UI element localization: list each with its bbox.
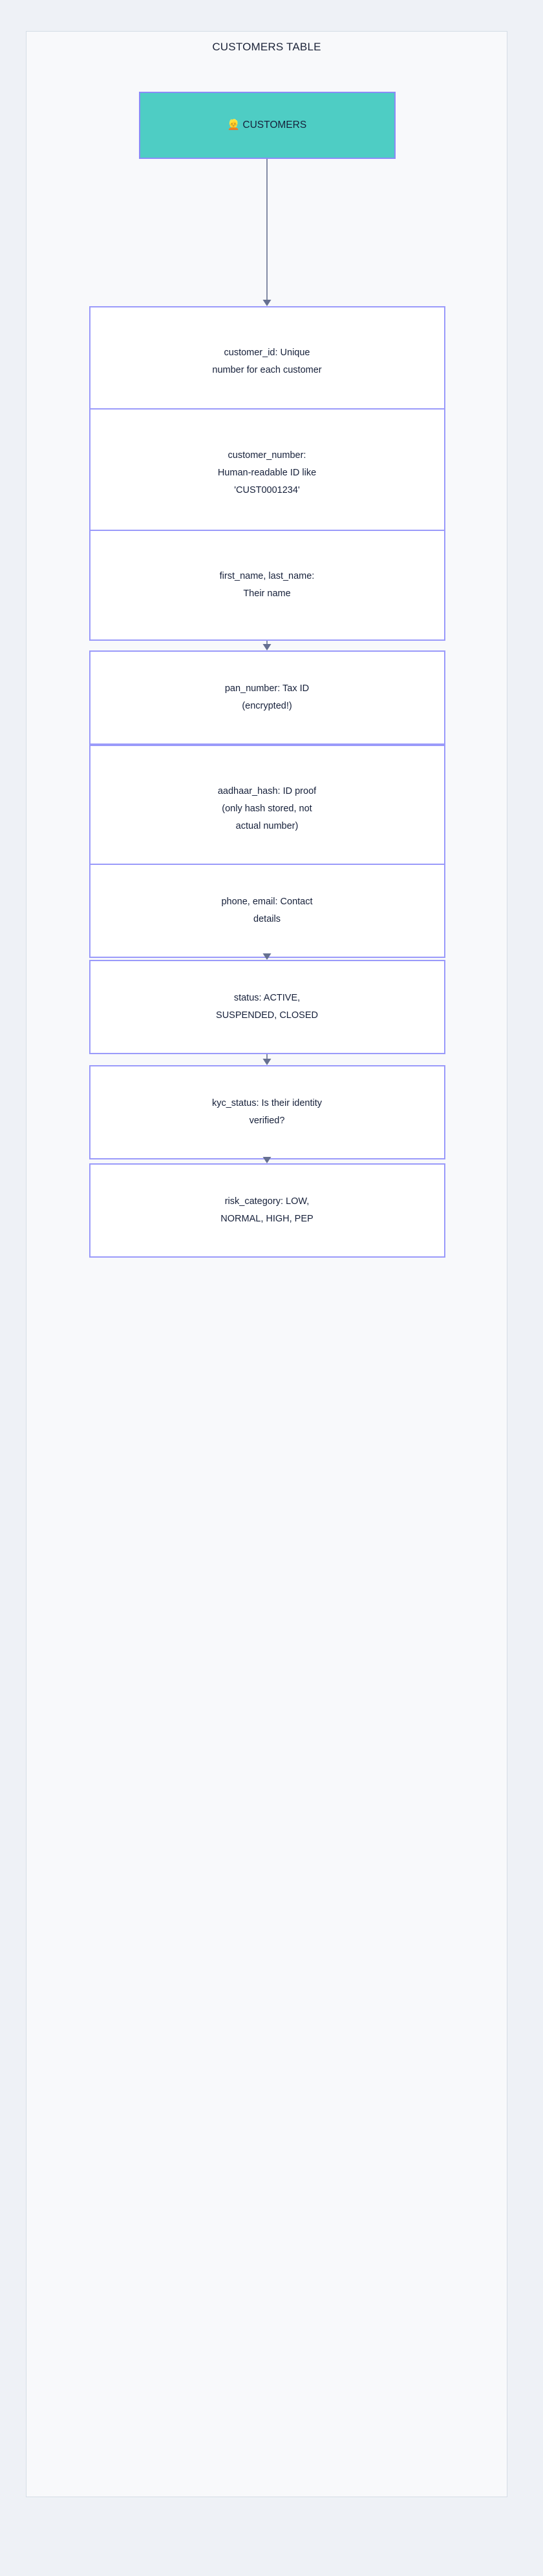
flowchart: 👱 CUSTOMERS customer_id: Unique number fo… — [27, 32, 508, 2498]
flow-node-customer_id[interactable]: customer_id: Unique number for each cust… — [89, 306, 445, 417]
flow-node-label: first_name, last_name: Their name — [219, 571, 315, 599]
flow-node-label: risk_category: LOW, NORMAL, HIGH, PEP — [220, 1196, 314, 1224]
flow-node-pan_number[interactable]: pan_number: Tax ID (encrypted!) — [89, 650, 445, 745]
flow-node-label: phone, email: Contact details — [221, 897, 313, 924]
flow-node-customers[interactable]: 👱 CUSTOMERS — [138, 92, 396, 159]
flow-node-label: aadhaar_hash: ID proof (only hash stored… — [217, 785, 317, 831]
flow-node-status[interactable]: status: ACTIVE, SUSPENDED, CLOSED — [89, 960, 445, 1054]
flow-node-label: customer_id: Unique number for each cust… — [212, 348, 322, 375]
flow-node-label: status: ACTIVE, SUSPENDED, CLOSED — [216, 993, 318, 1021]
flow-node-label: customer_number: Human-readable ID like … — [217, 450, 317, 495]
flow-node-customer_number[interactable]: customer_number: Human-readable ID like … — [89, 408, 445, 537]
flow-arrow-status — [260, 953, 274, 960]
flow-arrow-customer_id — [260, 159, 274, 306]
diagram-container: CUSTOMERS TABLE 👱 CUSTOMERS customer_id: … — [26, 31, 507, 2497]
flow-node-label: 👱 CUSTOMERS — [227, 119, 307, 130]
flow-arrow-kyc_status — [260, 1054, 274, 1065]
page-title: CUSTOMERS TABLE — [212, 41, 321, 53]
flow-node-label: pan_number: Tax ID (encrypted!) — [224, 683, 310, 711]
flow-arrow-risk_category — [260, 1157, 274, 1163]
flow-node-risk_category[interactable]: risk_category: LOW, NORMAL, HIGH, PEP — [89, 1163, 445, 1258]
flow-node-phone_email[interactable]: phone, email: Contact details — [89, 864, 445, 958]
flow-node-kyc_status[interactable]: kyc_status: Is their identity verified? — [89, 1065, 445, 1159]
flow-node-aadhaar_hash[interactable]: aadhaar_hash: ID proof (only hash stored… — [89, 745, 445, 873]
flow-arrow-pan_number — [260, 641, 274, 650]
flow-node-first_last_name[interactable]: first_name, last_name: Their name — [89, 530, 445, 641]
flow-node-label: kyc_status: Is their identity verified? — [211, 1098, 323, 1126]
